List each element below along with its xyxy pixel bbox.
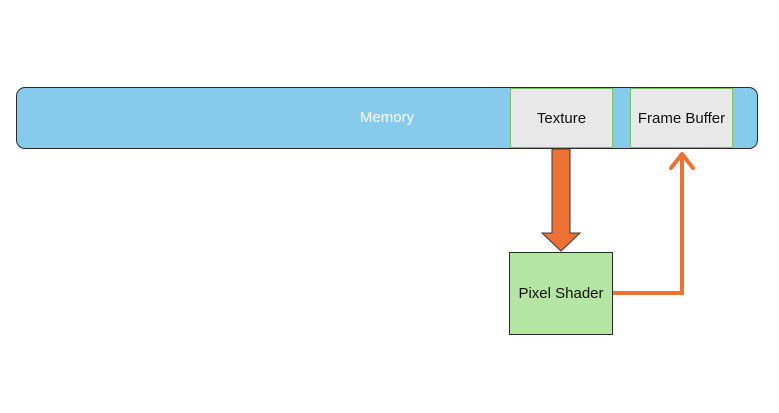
frame-buffer-arrowhead bbox=[669, 152, 695, 170]
frame-buffer-label: Frame Buffer bbox=[637, 109, 726, 127]
pixel-shader-label: Pixel Shader bbox=[518, 285, 604, 302]
texture-to-shader-arrow bbox=[540, 148, 582, 252]
texture-label: Texture bbox=[536, 109, 587, 127]
shader-to-frame-buffer-arrow bbox=[613, 155, 684, 295]
texture-block: Texture bbox=[510, 88, 613, 148]
memory-label: Memory bbox=[359, 109, 415, 126]
frame-buffer-block: Frame Buffer bbox=[630, 88, 733, 148]
pixel-shader-block: Pixel Shader bbox=[509, 252, 613, 335]
